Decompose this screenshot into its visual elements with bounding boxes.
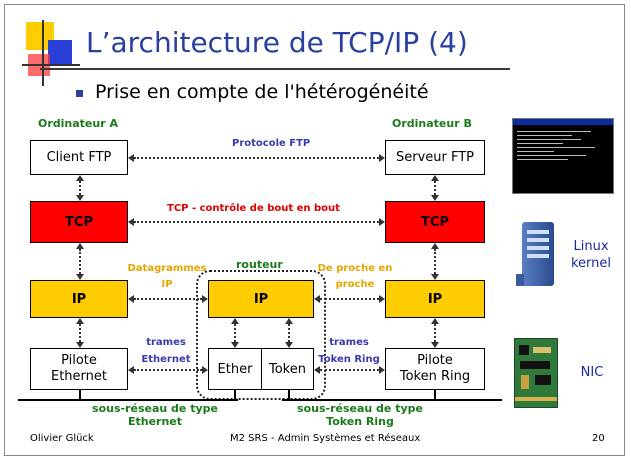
tcp-end-to-end-arrow xyxy=(128,218,385,226)
token-box: Token xyxy=(261,348,314,390)
bullet-marker xyxy=(76,90,83,97)
router-ip-ether-arrow xyxy=(231,318,239,348)
datagrams-label: Datagrammes IP xyxy=(127,263,207,290)
linux-kernel-label: Linux kernel xyxy=(570,239,612,271)
token-ring-tap-b xyxy=(434,390,436,400)
client-ftp-box: Client FTP xyxy=(30,140,128,175)
ethernet-driver-box: Pilote Ethernet xyxy=(30,348,128,390)
token-ring-tap-router xyxy=(288,390,290,400)
token-ring-frame-link xyxy=(314,366,385,374)
ethernet-tap-a xyxy=(79,390,81,400)
ip-link-a xyxy=(128,295,208,303)
footer-course: M2 SRS - Admin Systèmes et Réseaux xyxy=(230,433,421,444)
a-tcp-ip-arrow xyxy=(76,243,84,280)
hop-by-hop-label: De proche en proche xyxy=(317,263,393,290)
router-outline xyxy=(196,270,326,400)
a-ftp-tcp-arrow xyxy=(76,175,84,201)
terminal-screenshot xyxy=(512,118,614,194)
slide-logo xyxy=(22,20,82,90)
b-ip-driver-arrow xyxy=(431,318,439,348)
a-ip-driver-arrow xyxy=(76,318,84,348)
slide-title: L’architecture de TCP/IP (4) xyxy=(86,26,468,59)
ip-box-router: IP xyxy=(208,280,314,318)
ethernet-frames-label: trames Ethernet xyxy=(141,337,191,365)
ftp-protocol-label: Protocole FTP xyxy=(232,138,311,149)
bullet-text: Prise en compte de l'hétérogénéité xyxy=(95,81,429,103)
footer-page-number: 20 xyxy=(592,433,605,444)
tcp-protocol-label: TCP - contrôle de bout en bout xyxy=(167,203,340,214)
tcp-box-b: TCP xyxy=(385,201,485,243)
title-underline xyxy=(40,68,510,70)
slide-frame xyxy=(4,4,625,456)
tcp-box-a: TCP xyxy=(30,201,128,243)
token-ring-driver-box: Pilote Token Ring xyxy=(385,348,485,390)
ethernet-tap-router xyxy=(234,390,236,400)
server-ftp-box: Serveur FTP xyxy=(385,140,485,175)
b-ftp-tcp-arrow xyxy=(431,175,439,201)
ethernet-frame-link xyxy=(128,366,208,374)
token-ring-subnet-label: sous-réseau de type Token Ring xyxy=(297,402,423,428)
server-tower-icon xyxy=(516,222,556,288)
footer-author: Olivier Glück xyxy=(30,433,94,444)
nic-label: NIC xyxy=(580,365,604,380)
computer-b-label: Ordinateur B xyxy=(392,117,472,130)
ip-box-b: IP xyxy=(385,280,485,318)
router-label: routeur xyxy=(236,258,283,271)
ethernet-subnet-label: sous-réseau de type Ethernet xyxy=(92,402,218,428)
ip-box-a: IP xyxy=(30,280,128,318)
ftp-protocol-arrow xyxy=(128,154,385,162)
token-ring-frames-label: trames Token Ring xyxy=(318,337,380,365)
token-ring-network-line xyxy=(282,399,502,401)
ether-box: Ether xyxy=(208,348,262,390)
ethernet-network-line xyxy=(18,399,238,401)
ip-link-b xyxy=(314,295,385,303)
computer-a-label: Ordinateur A xyxy=(38,117,118,130)
b-tcp-ip-arrow xyxy=(431,243,439,280)
nic-card-icon xyxy=(514,338,558,408)
router-ip-token-arrow xyxy=(285,318,293,348)
